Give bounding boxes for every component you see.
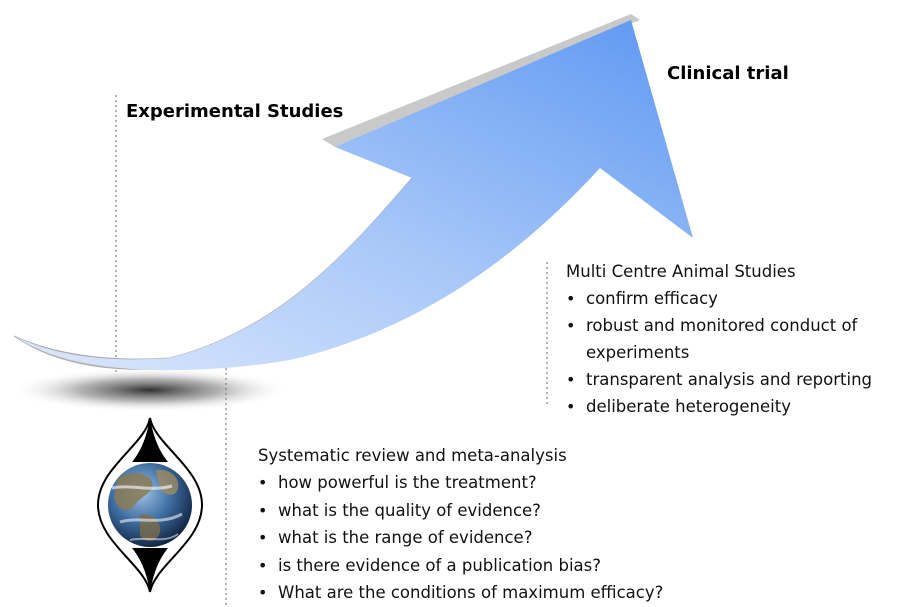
bullet-icon: •: [566, 370, 576, 389]
systematic-review-heading: Systematic review and meta-analysis: [258, 446, 567, 465]
systematic-review-item: • what is the range of evidence?: [258, 524, 663, 552]
item-text: confirm efficacy: [586, 289, 718, 308]
bullet-icon: •: [258, 583, 268, 602]
bullet-icon: •: [566, 289, 576, 308]
item-text: robust and monitored conduct of: [586, 316, 858, 335]
item-text: transparent analysis and reporting: [586, 370, 872, 389]
item-text: deliberate heterogeneity: [586, 397, 791, 416]
bullet-icon: •: [258, 528, 268, 547]
arrow-top-edge: [322, 14, 640, 147]
multi-centre-item: • robust and monitored conduct of experime…: [566, 312, 872, 366]
arrow-shadow: [10, 368, 290, 412]
systematic-review-item: • what is the quality of evidence?: [258, 497, 663, 525]
lens-bottom-spike: [132, 548, 168, 592]
globe-icon: [108, 463, 192, 547]
bullet-icon: •: [566, 316, 576, 335]
item-text: what is the range of evidence?: [278, 528, 533, 547]
systematic-review-list: • how powerful is the treatment? • what is…: [258, 469, 663, 607]
multi-centre-item: • deliberate heterogeneity: [566, 393, 872, 420]
multi-centre-list: • confirm efficacy • robust and monitored …: [566, 285, 872, 420]
bullet-icon: •: [258, 555, 268, 575]
experimental-studies-label: Experimental Studies: [126, 101, 344, 122]
lens-top-spike: [132, 418, 168, 462]
item-text-continued: experiments: [586, 343, 690, 362]
item-text: what is the quality of evidence?: [278, 500, 541, 520]
item-text: What are the conditions of maximum effic…: [278, 583, 664, 602]
systematic-review-item: • how powerful is the treatment?: [258, 469, 663, 497]
item-text: is there evidence of a publication bias?: [278, 555, 602, 575]
systematic-review-item: • What are the conditions of maximum effi…: [258, 579, 663, 607]
bullet-icon: •: [258, 473, 268, 492]
clinical-trial-label: Clinical trial: [667, 63, 789, 84]
multi-centre-item: • confirm efficacy: [566, 285, 872, 312]
bullet-icon: •: [566, 397, 576, 416]
systematic-review-block: Systematic review and meta-analysis • how…: [258, 442, 663, 607]
bullet-icon: •: [258, 500, 268, 520]
multi-centre-block: Multi Centre Animal Studies • confirm eff…: [566, 258, 872, 420]
progress-arrow: [14, 20, 693, 371]
multi-centre-heading: Multi Centre Animal Studies: [566, 262, 796, 281]
item-text: how powerful is the treatment?: [278, 473, 537, 492]
systematic-review-item: • is there evidence of a publication bias…: [258, 552, 663, 580]
multi-centre-item: • transparent analysis and reporting: [566, 366, 872, 393]
